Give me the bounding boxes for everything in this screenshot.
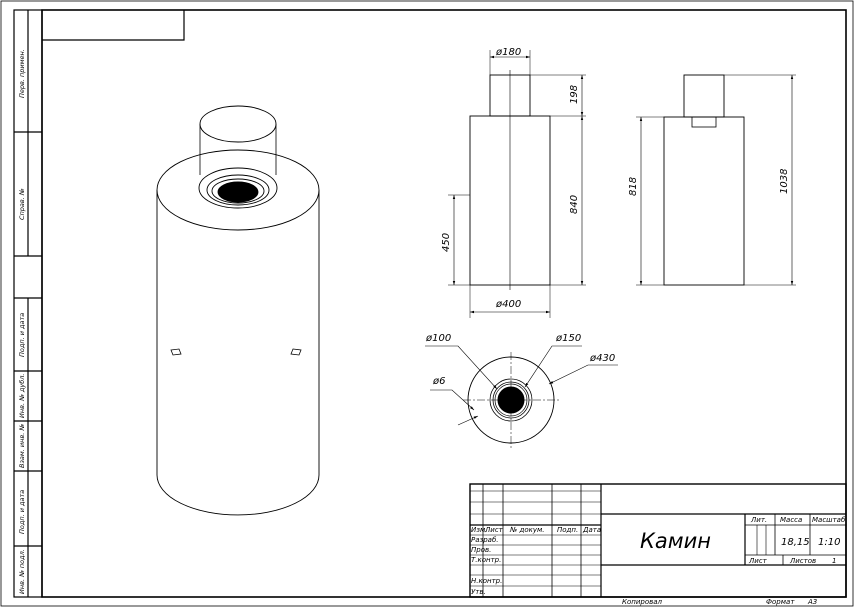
side-view [636, 74, 796, 286]
tb-lit-label: Лит. [750, 516, 767, 524]
dim-door-height: 450 [441, 233, 452, 252]
tb-scale-value: 1:10 [818, 537, 840, 548]
dim-total-height: 1038 [779, 169, 790, 194]
iso-flue-hole [217, 181, 259, 203]
sidebar-label-inv-dubl: Инв. № дубл. [18, 374, 26, 418]
tb-header-doc-no: № докум. [509, 526, 545, 534]
tb-sheets-value: 1 [832, 557, 836, 565]
tb-role-utv: Утв. [471, 588, 486, 596]
tb-mass-value: 18,15 [781, 537, 810, 548]
tb-header-izm: Изм. [471, 526, 487, 534]
title-block-text: Изм. Лист № докум. Подп. Дата Разраб. Пр… [471, 516, 846, 596]
sidebar-label-inv-podl: Инв. № подл. [18, 549, 26, 594]
tb-scale-label: Масштаб [812, 516, 846, 524]
tb-role-nkontr: Н.контр. [471, 577, 502, 585]
tb-role-prov: Пров. [471, 546, 491, 554]
dim-side-height: 818 [628, 177, 639, 196]
footer: Копировал Формат А3 [622, 598, 817, 606]
side-pipe [683, 74, 725, 118]
dim-plan-d100: ø100 [425, 333, 451, 344]
isometric-view [156, 105, 320, 516]
drawing-title: Камин [640, 529, 711, 553]
iso-pipe-top [199, 105, 277, 143]
footer-format-value: А3 [807, 598, 817, 606]
dim-body-diameter: ø400 [495, 299, 521, 310]
sidebar-label-sprav-no: Справ. № [18, 188, 26, 220]
tb-sheet-label: Лист [748, 557, 768, 565]
sidebar-label-perv-primen: Перв. примен. [18, 49, 26, 98]
tb-mass-label: Масса [780, 516, 802, 524]
dim-body-height: 840 [569, 195, 580, 214]
dim-pipe-height: 198 [569, 85, 580, 104]
iso-hinge-left [170, 348, 182, 356]
footer-format-label: Формат [766, 598, 795, 606]
dim-plan-d430: ø430 [589, 353, 615, 364]
sidebar-label-podp-data-1: Подп. и дата [18, 313, 26, 357]
sidebar-label-vzam-inv: Взам. инв. № [18, 424, 26, 468]
dim-top-diameter: ø180 [495, 47, 521, 58]
sidebar-labels: Перв. примен. Справ. № Подп. и дата Инв.… [18, 49, 26, 594]
tb-sheets-label: Листов [789, 557, 816, 565]
front-view-labels: ø180 198 840 450 ø400 [441, 47, 580, 310]
title-block [469, 483, 847, 598]
dim-plan-d6: ø6 [432, 376, 445, 387]
iso-body [156, 190, 320, 516]
side-flange [691, 116, 717, 128]
plan-view [425, 345, 618, 448]
tb-role-razrab: Разраб. [471, 536, 499, 544]
front-view [448, 50, 586, 318]
tb-header-sign: Подп. [557, 526, 578, 534]
left-sidebar [13, 9, 43, 598]
tb-role-tkontr: Т.контр. [471, 556, 501, 564]
plan-view-labels: ø100 ø150 ø430 ø6 [425, 333, 615, 387]
side-view-labels: 818 1038 [628, 169, 790, 196]
iso-hinge-right [290, 348, 302, 356]
tb-header-date: Дата [582, 526, 601, 534]
tb-header-list: Лист [484, 526, 504, 534]
dim-plan-d150: ø150 [555, 333, 581, 344]
sidebar-label-podp-data-2: Подп. и дата [18, 490, 26, 534]
side-body [663, 116, 745, 286]
iso-top-ellipse [156, 149, 320, 231]
footer-copied: Копировал [622, 598, 663, 606]
